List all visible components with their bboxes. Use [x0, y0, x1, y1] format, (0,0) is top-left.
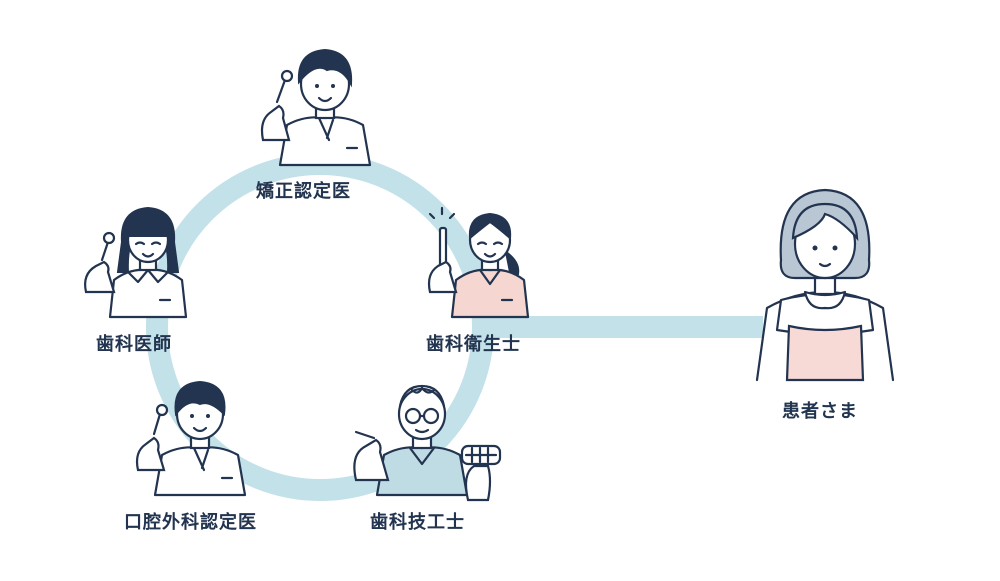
patient-connector — [483, 316, 763, 338]
oral-surgeon-label: 口腔外科認定医 — [124, 512, 257, 533]
dentist-label: 歯科医師 — [96, 334, 172, 355]
hygienist-figure — [427, 206, 530, 319]
patient-figure — [755, 188, 895, 382]
technician-label: 歯科技工士 — [370, 512, 465, 533]
hygienist-label: 歯科衛生士 — [426, 334, 521, 355]
dentist-figure — [84, 206, 188, 319]
oral-surgeon-figure — [135, 380, 247, 497]
orthodontist-label: 矯正認定医 — [256, 181, 351, 202]
orthodontist-figure — [260, 48, 372, 167]
patient-label: 患者さま — [782, 401, 858, 422]
technician-figure — [353, 384, 502, 502]
